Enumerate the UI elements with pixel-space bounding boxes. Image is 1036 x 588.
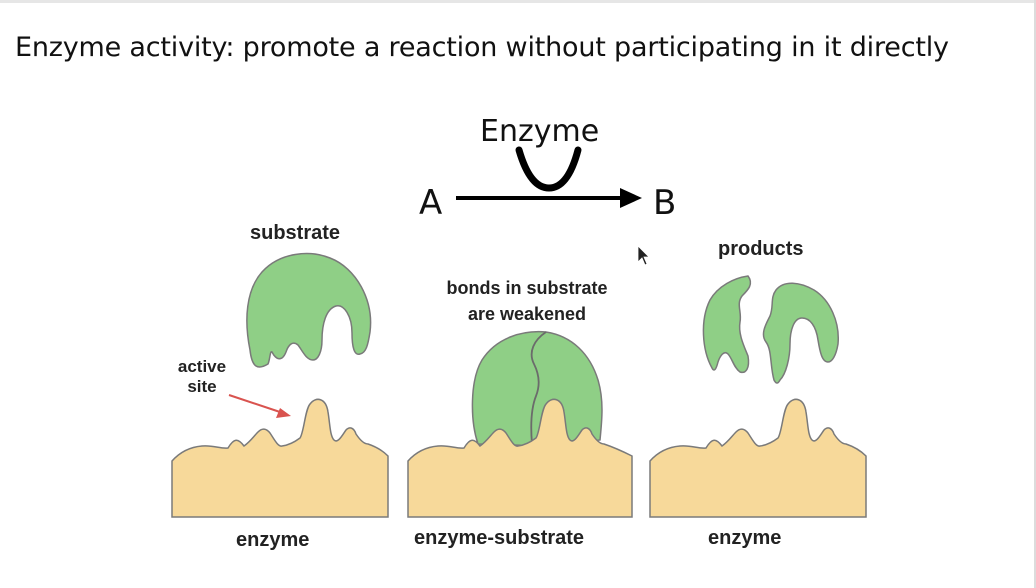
- reaction-arrow: [456, 188, 642, 208]
- enzyme-left-label: enzyme: [236, 529, 310, 551]
- active-site-label: active site: [166, 357, 238, 397]
- enzyme-middle-shape: [407, 398, 633, 518]
- reactant-label: A: [419, 183, 443, 223]
- product-right-shape: [762, 282, 839, 384]
- enzyme-catalyst-label: Enzyme: [480, 114, 600, 149]
- mouse-cursor-icon: [637, 245, 650, 266]
- bonds-weakened-label: bonds in substrate are weakened: [412, 275, 642, 327]
- top-border: [0, 0, 1036, 3]
- product-label: B: [653, 183, 677, 223]
- enzyme-cup-icon: [515, 146, 582, 192]
- bonds-label-line1: bonds in substrate: [446, 278, 608, 298]
- substrate-label: substrate: [250, 222, 341, 244]
- active-label-line1: active: [177, 357, 227, 376]
- active-label-line2: site: [187, 377, 217, 396]
- enzyme-right-shape: [649, 398, 867, 518]
- bonds-label-line2: are weakened: [467, 304, 587, 324]
- es-bond-line: [530, 331, 547, 445]
- enzyme-right-label: enzyme: [708, 527, 782, 549]
- product-left-shape: [702, 275, 752, 374]
- slide-title: Enzyme activity: promote a reaction with…: [15, 32, 949, 63]
- substrate-shape: [246, 252, 372, 368]
- enzyme-left-shape: [171, 398, 389, 518]
- right-border: [1034, 0, 1036, 588]
- active-site-arrow: [228, 394, 291, 418]
- enzyme-substrate-label: enzyme-substrate: [414, 527, 585, 549]
- products-label: products: [718, 238, 804, 260]
